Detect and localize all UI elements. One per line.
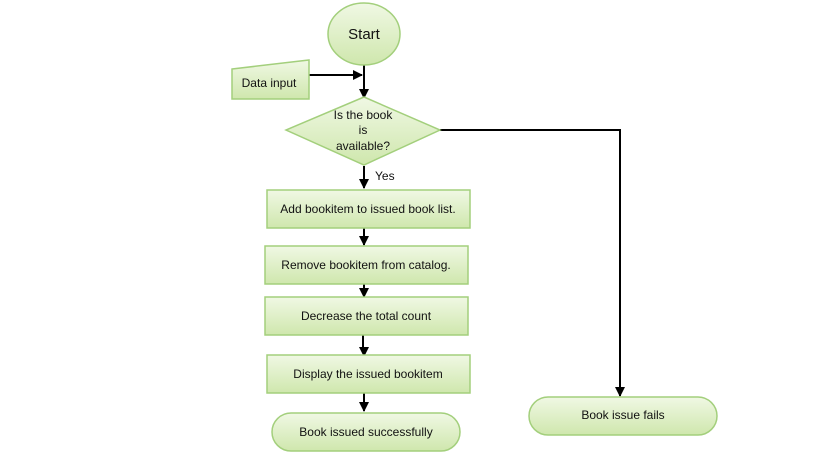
yes-label: Yes: [375, 169, 395, 183]
decision-line-2: is: [359, 123, 368, 137]
end-fail-label: Book issue fails: [581, 408, 664, 422]
start-node: Start: [327, 2, 401, 66]
decision-line-1: Is the book: [334, 108, 394, 122]
decision-node: Is the book is available?: [284, 96, 442, 166]
process-decrease-count: Decrease the total count: [264, 296, 469, 336]
end-success-label: Book issued successfully: [299, 425, 432, 439]
process-remove-label: Remove bookitem from catalog.: [281, 258, 450, 272]
process-add-label: Add bookitem to issued book list.: [280, 202, 455, 216]
data-input-node: Data input: [231, 59, 310, 100]
data-input-label: Data input: [242, 76, 297, 90]
decision-line-3: available?: [336, 139, 390, 153]
start-label: Start: [348, 26, 381, 43]
process-remove-from-catalog: Remove bookitem from catalog.: [264, 245, 469, 285]
process-decrease-label: Decrease the total count: [301, 309, 432, 323]
connector-decrease-to-display: [359, 335, 369, 357]
process-display-label: Display the issued bookitem: [293, 367, 442, 381]
end-fail-node: Book issue fails: [528, 396, 718, 436]
process-display-bookitem: Display the issued bookitem: [266, 354, 471, 394]
connector-decision-to-fail: [440, 129, 625, 397]
process-add-to-issued-list: Add bookitem to issued book list.: [266, 189, 471, 229]
end-success-node: Book issued successfully: [271, 412, 461, 452]
